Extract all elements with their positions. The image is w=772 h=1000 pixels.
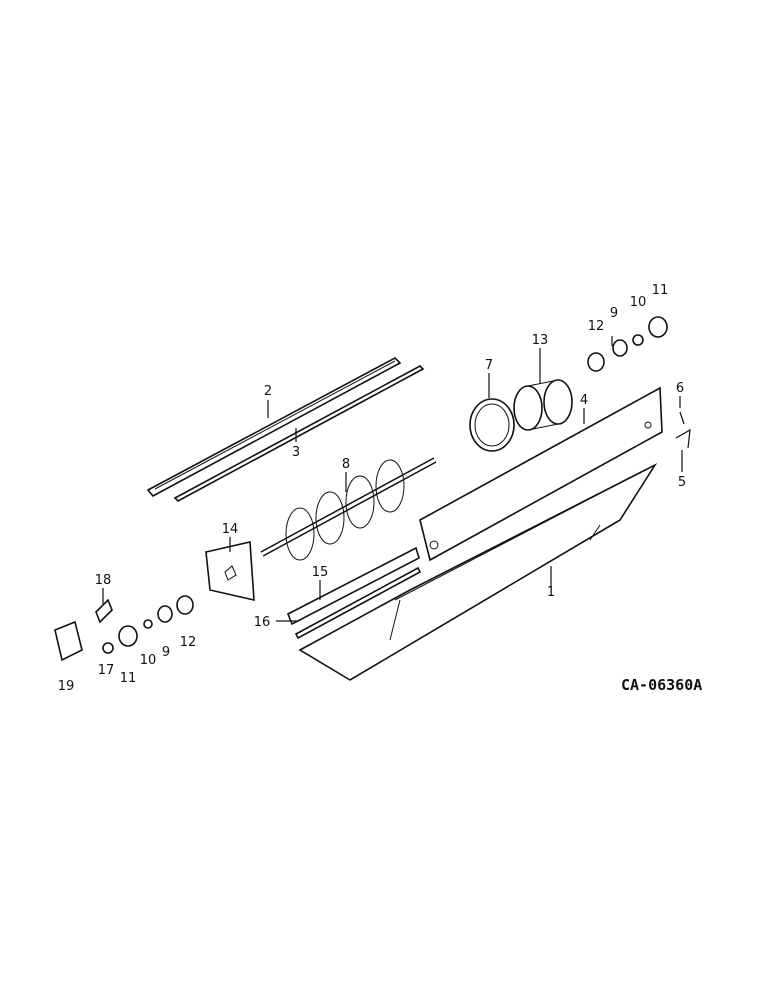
label-17: 17 (98, 663, 115, 678)
label-10-right: 10 (630, 295, 647, 310)
label-9-right: 9 (610, 306, 618, 321)
part-8-auger (260, 457, 437, 561)
part-1-trough (298, 462, 658, 681)
bearing-group-left (102, 595, 194, 654)
part-6-pin (679, 411, 685, 425)
label-6: 6 (676, 381, 684, 396)
label-14: 14 (222, 522, 239, 537)
label-2: 2 (264, 384, 272, 399)
label-16: 16 (254, 615, 271, 630)
part-19-shield (54, 620, 83, 662)
label-4: 4 (580, 393, 588, 408)
label-19: 19 (58, 679, 75, 694)
label-18: 18 (95, 573, 112, 588)
part-5-key (675, 428, 691, 449)
part-4-cover (419, 386, 663, 562)
label-11-right: 11 (652, 283, 669, 298)
label-8: 8 (342, 457, 350, 472)
label-12-right: 12 (588, 319, 605, 334)
part-2-rail (146, 357, 402, 498)
label-10-left: 10 (140, 653, 157, 668)
label-9-left: 9 (162, 645, 170, 660)
label-3: 3 (292, 445, 300, 460)
bearing-group-right (587, 316, 668, 372)
label-11-left: 11 (120, 671, 137, 686)
label-5: 5 (678, 475, 686, 490)
part-18-bracket (95, 598, 113, 624)
label-12-left: 12 (180, 635, 197, 650)
label-15: 15 (312, 565, 329, 580)
label-13: 13 (532, 333, 549, 348)
part-3-strip (173, 365, 425, 502)
label-7: 7 (485, 358, 493, 373)
part-13-sleeve (513, 379, 573, 431)
part-7-ring (469, 398, 515, 452)
label-1: 1 (547, 585, 555, 600)
drawing-code: CA-06360A (621, 676, 702, 694)
part-16-strip (294, 566, 422, 640)
leader-lines (102, 336, 683, 622)
part-14-plate (205, 541, 255, 602)
